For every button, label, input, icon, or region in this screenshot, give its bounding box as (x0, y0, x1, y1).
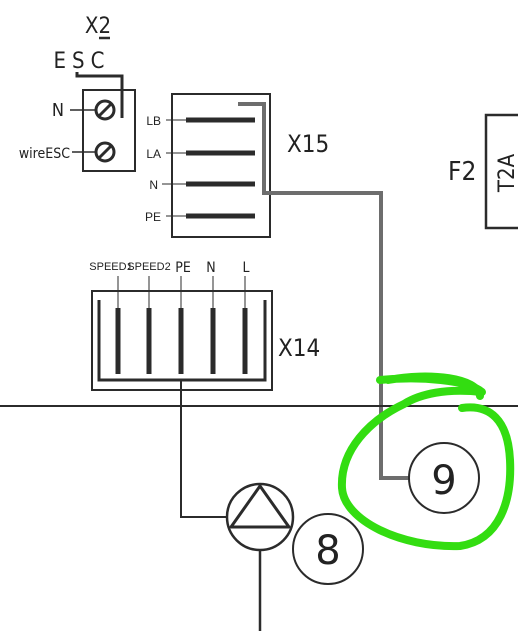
x15-pin-n-label: N (149, 178, 158, 192)
x2-terminal-wireesc-label: wireESC (19, 146, 70, 162)
x2-terminal-n-label: N (52, 100, 64, 121)
connector-x14: SPEED1 SPEED2 PE N L X14 (89, 260, 320, 391)
esc-label: ESC (54, 49, 111, 74)
fuse-body (484, 113, 518, 230)
fuse-f2: F2 T2A (448, 113, 518, 230)
x14-pin-l-label: L (242, 260, 249, 276)
x14-pin-speed2-label: SPEED2 (127, 261, 170, 273)
connector-x2: X2 ESC N wireESC (19, 14, 136, 172)
esc-wire (75, 72, 124, 118)
component-8-number: 8 (315, 528, 340, 574)
fuse-rating: T2A (495, 153, 518, 193)
x14-pin-speed1-label: SPEED1 (89, 261, 132, 273)
x15-body (171, 93, 271, 238)
x2-screw-wireesc (94, 141, 116, 163)
pump-symbol (225, 482, 295, 552)
x14-pin-n-label: N (206, 260, 215, 276)
annotation-highlight-circle (337, 372, 515, 551)
x14-to-pump-wire (180, 380, 227, 518)
x2-screw-n (94, 99, 116, 121)
component-9-badge: 9 (408, 442, 480, 514)
x15-pin-lb-label: LB (146, 114, 161, 128)
x2-terminal-block (82, 89, 136, 172)
x15-pin-la-label: LA (146, 147, 161, 161)
x14-pin-pe-label: PE (175, 260, 191, 276)
fuse-label: F2 (448, 157, 476, 187)
x15-pin-pe-label: PE (145, 210, 161, 224)
lb-to-component-9-wire (238, 102, 410, 480)
x2-label: X2 (85, 14, 111, 39)
connector-x15: LB LA N PE X15 (145, 93, 329, 238)
component-9-number: 9 (431, 458, 456, 504)
x14-label: X14 (278, 334, 320, 362)
component-8-badge: 8 (292, 513, 364, 585)
x15-label: X15 (287, 130, 329, 158)
